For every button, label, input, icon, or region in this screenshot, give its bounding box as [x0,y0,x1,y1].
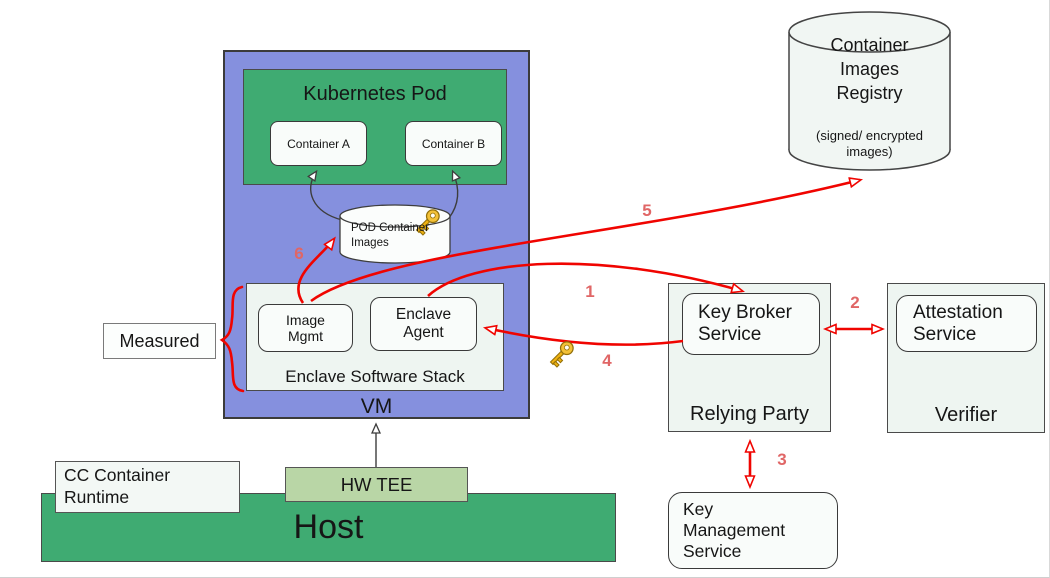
cc-container-runtime-label: CC Container Runtime [64,465,171,507]
container-a-label: Container A [287,136,350,151]
step-label-4: 4 [602,351,612,370]
key-icon [546,338,577,369]
cc-container-runtime-box: CC Container Runtime [55,461,240,513]
kubernetes-pod-title: Kubernetes Pod [303,83,447,105]
key-management-service-box: Key Management Service [668,492,838,569]
relying-party-label: Relying Party [690,403,809,425]
step-label-5: 5 [642,201,652,220]
step-label-6: 6 [294,244,304,263]
container-images-registry-title: Container Images Registry [830,35,909,103]
container-images-registry-subtitle: (signed/ encrypted images) [816,128,923,160]
vm-label: VM [360,395,393,418]
step-label-2: 2 [850,293,860,312]
pod-container-images-label: POD Container Images [351,222,429,249]
verifier-label: Verifier [934,404,998,426]
image-mgmt-label: Image Mgmt [286,312,325,344]
key-management-service-label: Key Management Service [683,499,786,561]
enclave-software-stack-label: Enclave Software Stack [285,367,465,386]
container-a-box: Container A [270,121,367,166]
hw-tee-label: HW TEE [340,473,413,495]
key-broker-service-label: Key Broker Service [698,302,792,345]
attestation-service-label: Attestation Service [913,301,1003,345]
image-mgmt-box: Image Mgmt [258,304,353,352]
hw-tee-box: HW TEE [285,467,468,502]
container-b-label: Container B [421,136,486,151]
enclave-agent-box: Enclave Agent [370,297,477,351]
enclave-agent-label: Enclave Agent [395,306,452,341]
host-label: Host [293,508,364,546]
measured-box: Measured [103,323,216,359]
measured-label: Measured [119,330,200,351]
attestation-service-box: Attestation Service [896,295,1037,352]
step-label-1: 1 [585,282,595,301]
step-label-3: 3 [777,450,787,469]
key-broker-service-box: Key Broker Service [682,293,820,355]
container-b-box: Container B [405,121,502,166]
